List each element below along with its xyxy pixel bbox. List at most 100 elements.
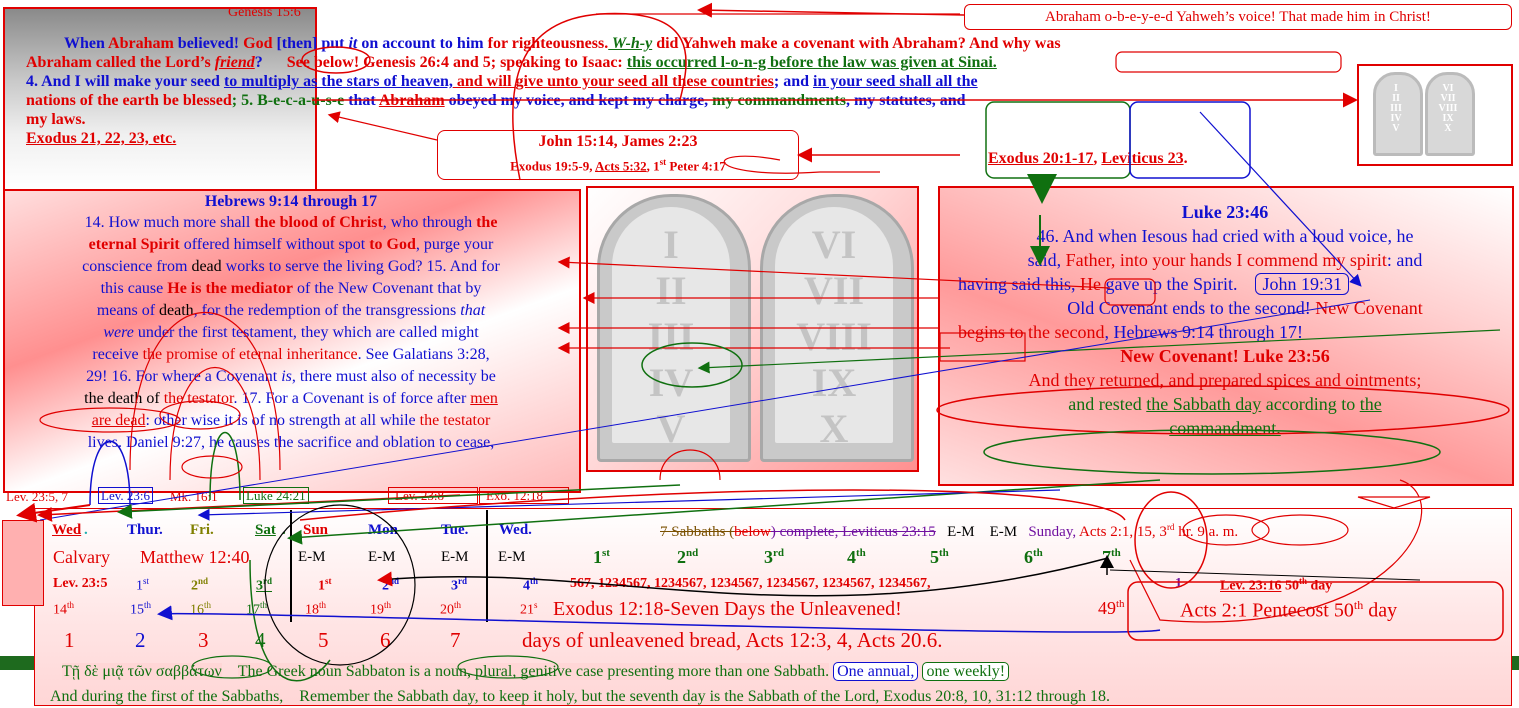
luke-line: commandment. — [1169, 418, 1281, 438]
roman-numeral: VII — [803, 268, 865, 313]
lev-23-16-link[interactable]: Lev. 23:16 — [1220, 578, 1282, 594]
text: the Sabbath day — [1146, 394, 1262, 414]
text: day — [1306, 578, 1333, 594]
text: said, — [1027, 250, 1066, 270]
hebrews-line: receive the promise of eternal inheritan… — [8, 344, 574, 366]
text: th — [939, 547, 949, 559]
date-cell: 16th — [190, 600, 211, 619]
text: th — [260, 600, 268, 610]
text: 16 — [190, 602, 204, 618]
hebrews-line: this cause He is the mediator of the New… — [8, 278, 574, 300]
text: is — [281, 368, 292, 385]
ref-luke-24-21[interactable]: Luke 24:21 — [243, 487, 309, 504]
text: E-M — [498, 549, 526, 565]
roman-numeral: IX — [811, 360, 857, 405]
text: ; and — [773, 73, 814, 90]
text: obeyed my voice, and kept my charge, — [444, 92, 713, 109]
roman-numeral: IX — [1442, 113, 1454, 124]
text: 5 — [930, 547, 939, 567]
text: eternal Spirit — [88, 236, 180, 253]
text: st — [143, 576, 150, 586]
exodus-ref-link[interactable]: Exodus 21, 22, 23, etc. — [26, 130, 177, 147]
text: death — [159, 302, 194, 319]
text: Abraham — [26, 54, 92, 71]
text: ; 5. B-e-c-a-u-s-e — [231, 92, 349, 109]
ref-exo-12-18[interactable]: Exo. 12:18 — [479, 487, 569, 504]
roman-numeral: VIII — [796, 314, 872, 359]
abraham-line-6: Exodus 21, 22, 23, etc. — [26, 129, 1340, 148]
text: Abraham — [378, 92, 445, 109]
text: nd — [389, 576, 400, 586]
text: 4. And I will make your seed — [26, 73, 224, 90]
text: . See Galatians 3:28, — [357, 346, 490, 363]
day-number: 4 — [255, 628, 266, 652]
text: th — [67, 600, 75, 610]
roman-numeral: II — [655, 268, 687, 313]
abraham-line-1: When Abraham believed! God [then] put it… — [40, 34, 1340, 53]
day-number: 6 — [380, 628, 391, 652]
luke-line: New Covenant! Luke 23:56 — [1120, 346, 1330, 366]
text: , there must also of necessity be — [291, 368, 496, 385]
text: Acts 2:1, 15, 3 — [1079, 524, 1167, 540]
text: the testator — [163, 390, 234, 407]
date-cell: 21s — [520, 600, 538, 619]
ref-lev-23-5-7[interactable]: Lev. 23:5, 7 — [6, 489, 68, 504]
text: below — [734, 524, 771, 540]
text: ) complete, Leviticus 23:15 — [770, 524, 936, 540]
ordinal-sabbath: 7th — [1102, 547, 1121, 568]
text: 3 — [764, 547, 773, 567]
text: E-M — [441, 549, 469, 565]
one-weekly-tag: one weekly! — [922, 662, 1010, 681]
leviticus-23-link[interactable]: Leviticus 23 — [1101, 150, 1184, 167]
john-19-31-link[interactable]: John 19:31 — [1255, 273, 1349, 295]
text: When — [64, 35, 109, 52]
text: for righteousness. — [487, 35, 609, 52]
text: th — [1111, 547, 1121, 559]
text: , purge your — [415, 236, 494, 253]
text: to multiply as the stars of heaven, — [223, 73, 453, 90]
text: . — [84, 522, 88, 538]
text: : and — [1386, 250, 1423, 270]
small-tablet-right — [1425, 72, 1475, 156]
text: in your seed shall all the — [813, 73, 978, 90]
sabbaths-header: 7 Sabbaths (below) complete, Leviticus 2… — [660, 522, 1238, 541]
ref-lev-23-8[interactable]: Lev. 23:8 — [388, 487, 478, 504]
roman-numeral: I — [663, 222, 679, 267]
text: See below! Genesis 26:4 and 5; speaking … — [286, 54, 627, 71]
day-number: 1 — [64, 628, 75, 652]
text: th — [319, 600, 327, 610]
text: Remember the Sabbath day, to keep it hol… — [299, 688, 1110, 705]
text: to God — [369, 236, 416, 253]
text: st — [325, 576, 332, 586]
text: 4 — [523, 578, 530, 594]
roman-numeral: VII — [1440, 93, 1456, 104]
text: 49 — [1098, 598, 1116, 618]
abraham-line-4: nations of the earth be blessed; 5. B-e-… — [26, 91, 1340, 110]
text: th — [1116, 598, 1125, 610]
text: And during the first of the Sabbaths, — [50, 688, 284, 705]
text: Father, into your hands I commend my spi… — [1065, 250, 1387, 270]
text: nd — [686, 547, 699, 559]
ref-lev-23-6[interactable]: Lev. 23:6 — [98, 487, 153, 504]
exodus-20-link[interactable]: Exodus 20:1-17 — [988, 150, 1094, 167]
text: rd — [458, 576, 467, 586]
roman-numeral: IV — [648, 360, 694, 405]
greek-row: Τῇ δὲ μιᾷ τῶν σαββάτων The Greek noun Sa… — [62, 662, 1502, 685]
genesis-ref: Genesis 15:6 — [228, 5, 301, 20]
text: 7 Sabbaths ( — [660, 524, 735, 540]
day-number: 2 — [135, 628, 146, 652]
text: 14 — [53, 602, 67, 618]
sabbath-counts: 567, 1234567, 1234567, 1234567, 1234567,… — [570, 576, 931, 591]
ref-mk-16-1[interactable]: Mk. 16:1 — [170, 489, 218, 504]
abraham-line-3: 4. And I will make your seed to multiply… — [26, 72, 1340, 91]
text: nations of the earth be blessed — [26, 92, 232, 109]
text: 1 — [136, 578, 143, 594]
text: called the Lord’s — [91, 54, 215, 71]
text: rd — [263, 576, 272, 586]
text: 29! 16. For where a Covenant — [86, 368, 282, 385]
text: 6 — [1024, 547, 1033, 567]
text: He — [1080, 274, 1101, 294]
luke-line: and rested the Sabbath day according to … — [944, 392, 1506, 416]
text: the — [1359, 394, 1382, 414]
